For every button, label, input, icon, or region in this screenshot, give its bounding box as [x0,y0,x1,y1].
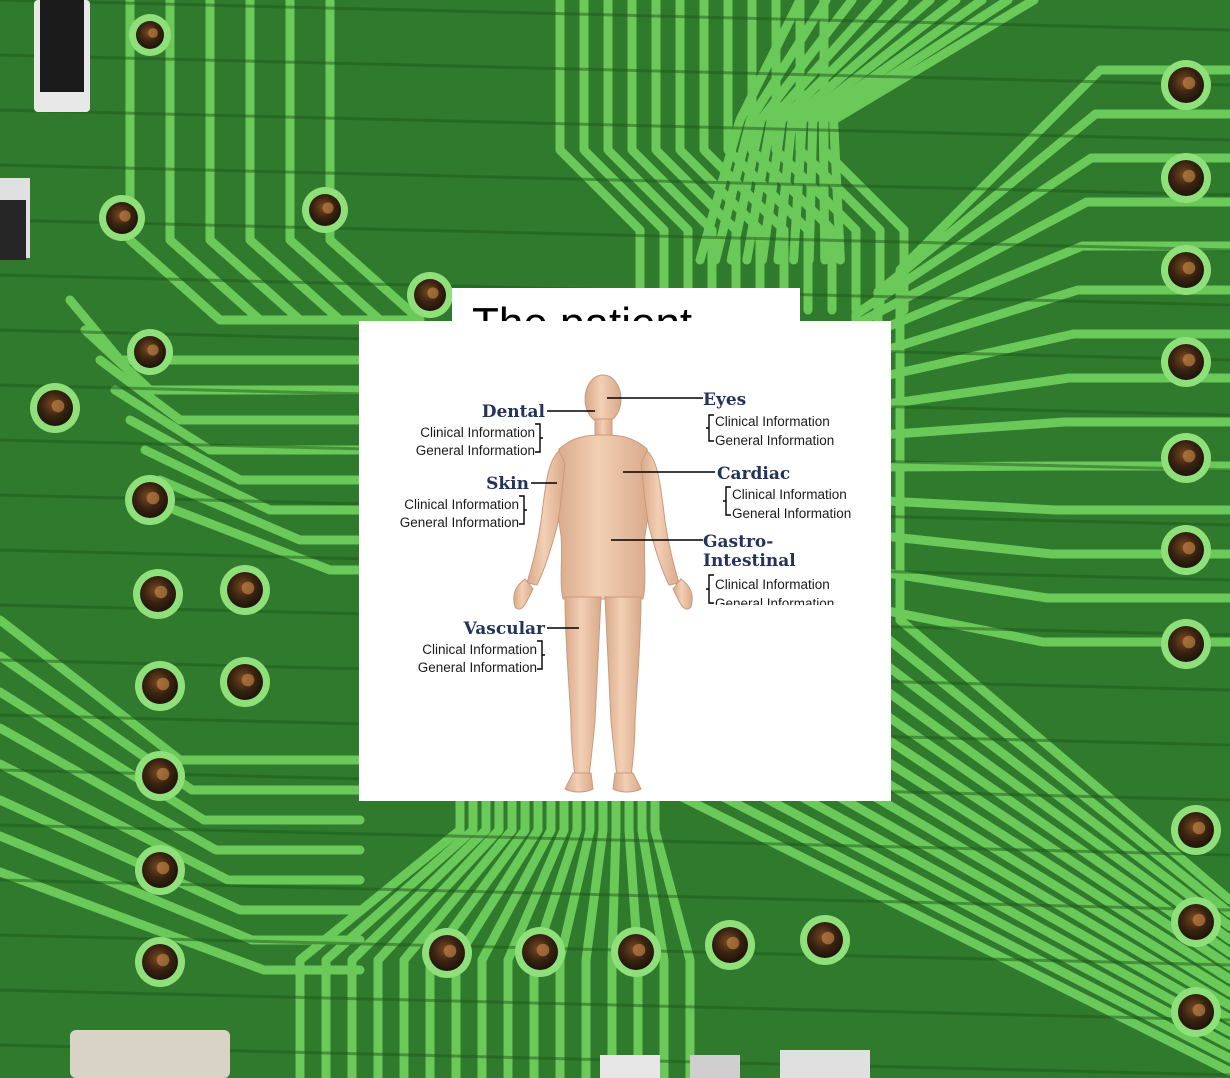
solder-pad [1161,525,1211,575]
eyes-clinical: Clinical Information [715,414,830,429]
solder-pad [220,657,270,707]
solder-pad [422,928,472,978]
cardiac-general: General Information [732,506,851,521]
vascular-clinical: Clinical Information [422,642,537,657]
dental-clinical: Clinical Information [420,425,535,440]
solder-pad [135,751,185,801]
organ-eyes: Eyes [703,390,746,410]
solder-pad [135,845,185,895]
solder-pad [1171,897,1221,947]
organ-gastro-line1: Gastro- [703,532,773,552]
skin-clinical: Clinical Information [404,497,519,512]
solder-pad [1171,987,1221,1037]
gastro-clinical: Clinical Information [715,577,830,592]
organ-gastro-line2: Intestinal [703,551,796,571]
solder-pad [127,329,173,375]
solder-pad [407,272,453,318]
solder-pad [1161,619,1211,669]
solder-pad [99,195,145,241]
solder-pad [220,565,270,615]
organ-cardiac: Cardiac [717,464,790,484]
label-vascular: Vascular Clinical Information General In… [418,619,579,675]
gastro-general: General Information [715,596,834,611]
solder-pad [125,475,175,525]
solder-pad [133,569,183,619]
dental-general: General Information [416,443,535,458]
solder-pad [135,661,185,711]
solder-pad [129,14,171,56]
solder-pad [1171,805,1221,855]
skin-general: General Information [400,515,519,530]
eyes-general: General Information [715,433,834,448]
solder-pad [1161,245,1211,295]
organ-dental: Dental [482,402,546,422]
solder-pad [302,187,348,233]
solder-pad [611,927,661,977]
solder-pad [515,927,565,977]
organ-skin: Skin [486,474,529,494]
solder-pad [1161,153,1211,203]
cardiac-clinical: Clinical Information [732,487,847,502]
anatomy-diagram: Dental Clinical Information General Info… [359,321,891,801]
organ-vascular: Vascular [463,619,546,639]
label-skin: Skin Clinical Information General Inform… [400,474,557,530]
solder-pad [135,937,185,987]
anatomy-svg: Dental Clinical Information General Info… [359,321,891,801]
label-eyes: Eyes Clinical Information General Inform… [607,390,834,448]
vascular-general: General Information [418,660,537,675]
solder-pad [1161,337,1211,387]
solder-pad [705,920,755,970]
solder-pad [1161,60,1211,110]
solder-pad [1161,433,1211,483]
solder-pad [800,915,850,965]
solder-pad [30,383,80,433]
